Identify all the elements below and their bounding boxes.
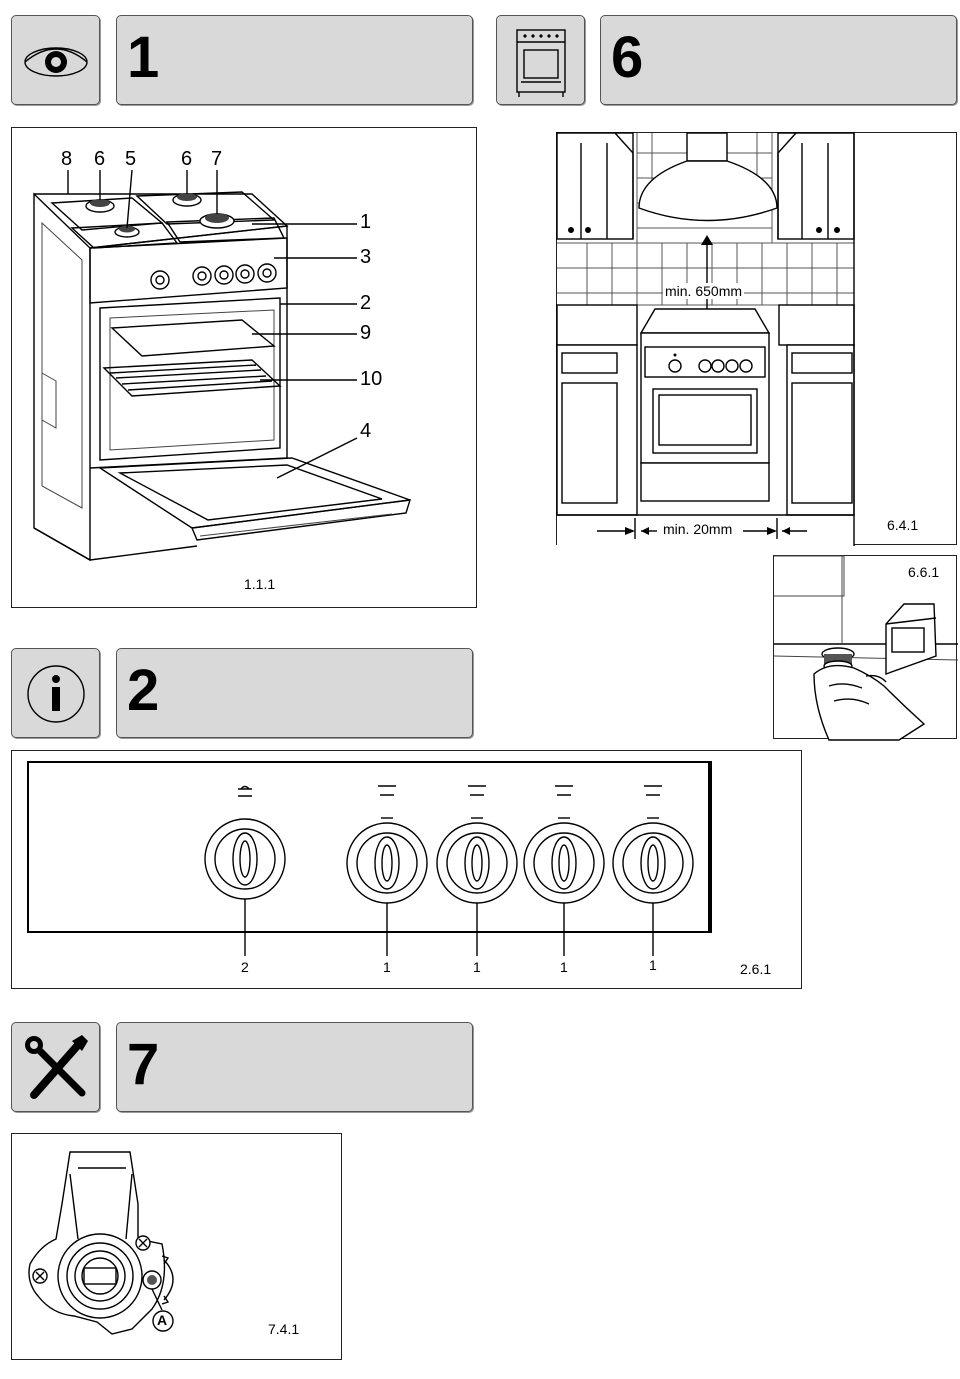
control-panel bbox=[27, 761, 712, 933]
cooker-icon-tile bbox=[496, 15, 585, 105]
callout-7: 7 bbox=[211, 148, 223, 170]
figure-caption-1-1-1: 1.1.1 bbox=[244, 576, 276, 592]
section-7-number: 7 bbox=[127, 1032, 160, 1097]
burner-knob-3 bbox=[523, 785, 605, 956]
figure-2-6-1: 2 1 1 1 1 2.6.1 bbox=[11, 750, 802, 989]
cooker-icon bbox=[516, 29, 566, 97]
callout-1: 1 bbox=[360, 211, 372, 233]
section-6-header: 6 bbox=[600, 15, 957, 105]
knob-label-oven: 2 bbox=[241, 959, 249, 975]
figure-caption-2-6-1: 2.6.1 bbox=[740, 961, 772, 977]
callout-2: 2 bbox=[360, 292, 372, 314]
info-icon bbox=[27, 665, 85, 723]
oven-thermostat-knob bbox=[204, 785, 286, 956]
section-2-number: 2 bbox=[127, 658, 160, 723]
tools-icon-tile bbox=[11, 1022, 100, 1112]
figure-6-6-1: 6.6.1 bbox=[773, 555, 959, 741]
burner-knob-4 bbox=[612, 785, 694, 956]
kitchen-installation-illustration bbox=[556, 132, 855, 546]
figure-caption-7-4-1: 7.4.1 bbox=[268, 1321, 300, 1337]
gas-valve-illustration bbox=[28, 1151, 174, 1335]
figure-caption-6-4-1: 6.4.1 bbox=[887, 517, 919, 533]
eye-icon bbox=[24, 47, 88, 77]
eye-icon-tile bbox=[11, 15, 100, 105]
control-knobs-illustration bbox=[204, 785, 694, 956]
info-icon-tile bbox=[11, 648, 100, 738]
burner-knob-2 bbox=[436, 785, 518, 956]
callout-6b: 6 bbox=[181, 148, 193, 170]
knob-label-burner-4: 1 bbox=[649, 957, 657, 973]
dimension-height-label: min. 650mm bbox=[663, 283, 745, 299]
figure-7-4-1: A 7.4.1 bbox=[11, 1133, 342, 1360]
knob-label-burner-2: 1 bbox=[473, 959, 481, 975]
knob-label-burner-3: 1 bbox=[560, 959, 568, 975]
section-7-header: 7 bbox=[116, 1022, 473, 1112]
callout-5: 5 bbox=[125, 148, 137, 170]
figure-6-4-1: min. 650mm min. 20mm 6.4.1 bbox=[556, 132, 957, 546]
callout-9: 9 bbox=[360, 322, 372, 344]
oven-illustration bbox=[33, 169, 411, 562]
adjustment-screw-marker: A bbox=[157, 1312, 168, 1328]
figure-caption-6-6-1: 6.6.1 bbox=[908, 564, 940, 580]
wrench-screwdriver-icon bbox=[25, 1035, 88, 1099]
burner-knob-1 bbox=[346, 785, 428, 956]
callout-3: 3 bbox=[360, 246, 372, 268]
section-6-number: 6 bbox=[611, 25, 644, 90]
callout-10: 10 bbox=[360, 368, 383, 390]
section-1-number: 1 bbox=[127, 25, 160, 90]
knob-label-burner-1: 1 bbox=[383, 959, 391, 975]
leveling-foot-illustration bbox=[773, 555, 959, 741]
section-2-header: 2 bbox=[116, 648, 473, 738]
section-1-header: 1 bbox=[116, 15, 473, 105]
callout-8: 8 bbox=[61, 148, 73, 170]
figure-1-1-1: 8 6 5 6 7 1 3 2 9 10 4 1.1.1 bbox=[11, 127, 477, 608]
callout-4: 4 bbox=[360, 420, 372, 442]
dimension-width-label: min. 20mm bbox=[661, 521, 735, 537]
callout-6a: 6 bbox=[94, 148, 106, 170]
